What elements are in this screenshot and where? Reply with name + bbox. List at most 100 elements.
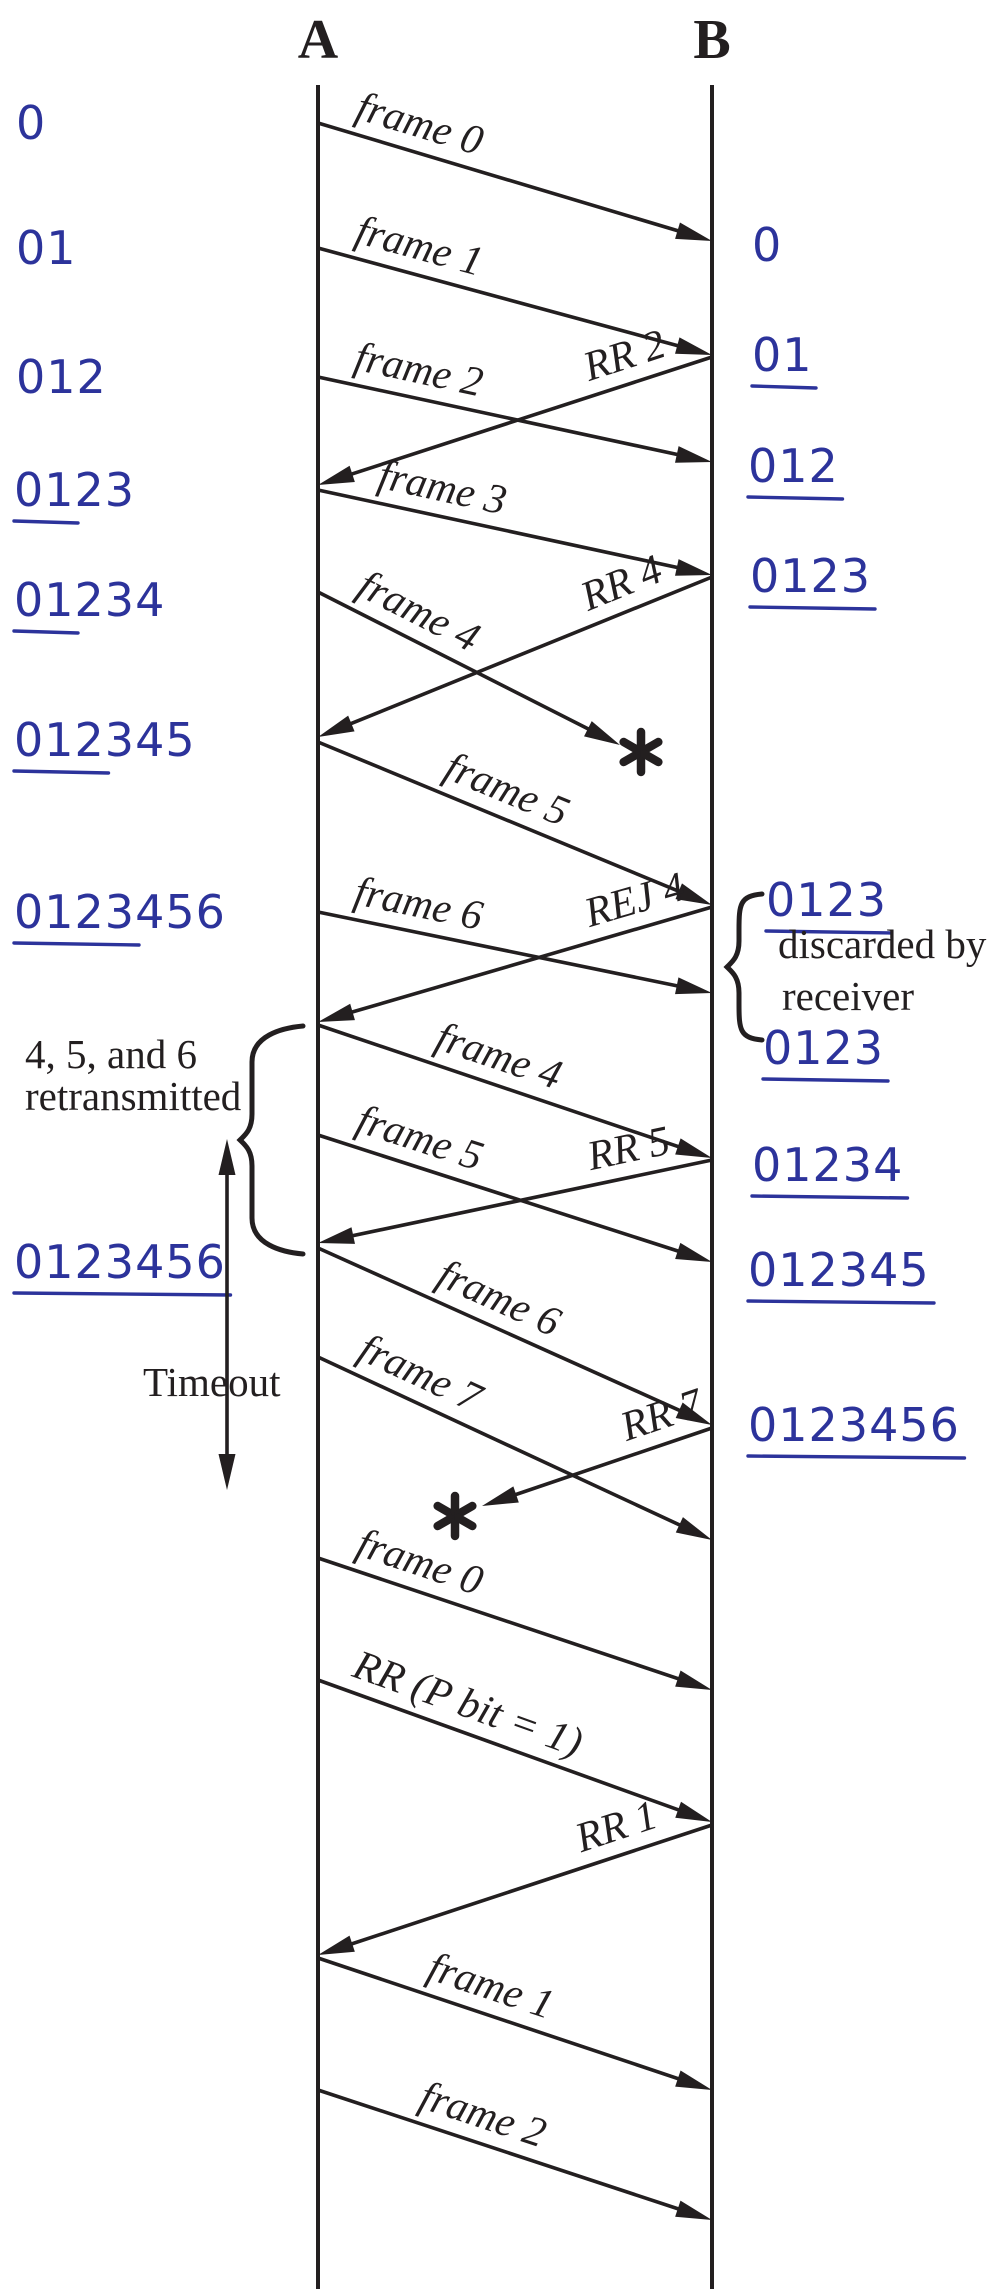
arrow-label-rr-2: RR 2 bbox=[577, 321, 671, 391]
arrow-frame-0-second bbox=[317, 1556, 694, 1686]
arrowhead-frame-1-second bbox=[675, 2070, 712, 2090]
arrow-frame-2-second bbox=[317, 2088, 694, 2216]
arrow-label-rej-4: REJ 4 bbox=[579, 864, 690, 937]
arrow-frame-2 bbox=[317, 375, 693, 460]
arrow-label-frame-2: frame 2 bbox=[351, 334, 487, 406]
arrow-frame-6-retx bbox=[317, 1246, 695, 1419]
arrowhead-frame-6 bbox=[675, 977, 712, 995]
arrow-rej-4 bbox=[336, 905, 713, 1019]
window-state-right-1: 01 bbox=[750, 328, 818, 390]
window-state-right-8: 0123456 bbox=[746, 1398, 967, 1460]
window-state-underline bbox=[750, 1194, 910, 1200]
lost-frame-asterisk bbox=[433, 1491, 477, 1541]
window-state-text: 0123 bbox=[766, 873, 887, 927]
arrow-frame-1-second bbox=[317, 1956, 694, 2086]
window-state-text: 0123 bbox=[750, 549, 871, 603]
asterisk-ray bbox=[433, 1513, 456, 1531]
discarded-note-line1: discarded by bbox=[778, 921, 987, 967]
window-state-right-6: 01234 bbox=[750, 1138, 910, 1200]
lost-frame-asterisk bbox=[619, 727, 663, 777]
window-state-left-5: 012345 bbox=[12, 713, 196, 775]
arrowhead-rr-1 bbox=[318, 1935, 355, 1955]
arrow-rr-p-bit-1 bbox=[317, 1678, 694, 1817]
asterisk-ray bbox=[640, 737, 663, 755]
arrow-frame-4-lost bbox=[317, 590, 603, 738]
asterisk-ray bbox=[619, 749, 642, 767]
discarded-brace bbox=[723, 891, 765, 1043]
window-state-right-3: 0123 bbox=[748, 549, 877, 611]
window-state-text: 0 bbox=[16, 96, 46, 150]
arrow-rr-7-lost bbox=[500, 1426, 713, 1502]
arrow-frame-3 bbox=[317, 488, 693, 573]
asterisk-ray bbox=[454, 1501, 477, 1519]
endpoint-a-label: A bbox=[298, 9, 339, 71]
window-state-left-0: 0 bbox=[16, 96, 46, 150]
arrowhead-rr-2 bbox=[318, 465, 355, 485]
arrowhead-frame-2 bbox=[675, 446, 712, 463]
window-state-underline bbox=[12, 1291, 233, 1297]
window-state-right-2: 012 bbox=[746, 439, 845, 501]
arrow-label-frame-7: frame 7 bbox=[352, 1325, 491, 1422]
arrowhead-frame-2-second bbox=[675, 2200, 712, 2220]
arrow-rr-4 bbox=[335, 575, 713, 732]
window-state-underline bbox=[764, 929, 893, 935]
window-state-text: 01234 bbox=[752, 1138, 903, 1192]
arrowhead-frame-4-lost bbox=[584, 721, 620, 745]
asterisk-ray bbox=[619, 737, 642, 755]
arrow-label-rr-1: RR 1 bbox=[569, 1792, 663, 1862]
window-state-text: 01 bbox=[16, 221, 77, 275]
window-state-text: 012345 bbox=[748, 1243, 930, 1297]
arrow-frame-4-retx bbox=[317, 1023, 694, 1154]
asterisk-ray bbox=[433, 1501, 456, 1519]
window-state-text: 012345 bbox=[14, 713, 196, 767]
asterisk-ray bbox=[640, 749, 663, 767]
window-state-left-1: 01 bbox=[16, 221, 77, 275]
timeout-label: Timeout bbox=[143, 1359, 281, 1405]
arrow-frame-5-retx bbox=[317, 1133, 694, 1258]
arrow-label-frame-5: frame 5 bbox=[438, 744, 575, 836]
window-state-text: 0123 bbox=[763, 1021, 884, 1075]
arrowhead-rr-5 bbox=[318, 1227, 355, 1244]
arrowhead-frame-0-second bbox=[675, 1670, 712, 1690]
arrowhead-frame-0 bbox=[675, 222, 712, 241]
window-state-text: 0123456 bbox=[14, 1235, 226, 1289]
window-state-underline bbox=[12, 769, 111, 775]
window-state-text: 0123 bbox=[14, 463, 135, 517]
window-state-underline bbox=[761, 1077, 890, 1083]
arrowhead-rr-4 bbox=[318, 715, 355, 737]
arrow-label-frame-6: frame 6 bbox=[351, 869, 487, 940]
window-state-text: 0123456 bbox=[748, 1398, 960, 1452]
arrow-label-rr-7-lost: RR 7 bbox=[614, 1380, 710, 1451]
window-state-underline bbox=[12, 629, 80, 635]
retransmitted-brace bbox=[236, 1023, 306, 1257]
window-state-text: 0123456 bbox=[14, 885, 226, 939]
window-state-right-0: 0 bbox=[752, 218, 782, 272]
arrowhead-frame-7 bbox=[675, 1517, 712, 1540]
window-state-underline bbox=[746, 1454, 967, 1460]
window-state-underline bbox=[750, 384, 818, 390]
window-state-left-3: 0123 bbox=[12, 463, 135, 525]
asterisk-ray bbox=[454, 1513, 477, 1531]
retransmitted-note-line1: 4, 5, and 6 bbox=[25, 1031, 197, 1077]
arrow-rr-1 bbox=[336, 1823, 713, 1951]
arrowhead-frame-6-retx bbox=[675, 1402, 712, 1425]
window-state-underline bbox=[746, 1299, 936, 1305]
window-state-underline bbox=[748, 605, 877, 611]
window-state-text: 0 bbox=[752, 218, 782, 272]
arrowhead-rej-4 bbox=[318, 1003, 355, 1022]
arrowhead-frame-5-retx bbox=[675, 1242, 712, 1262]
window-state-left-6: 0123456 bbox=[12, 885, 226, 947]
arrow-frame-0 bbox=[317, 121, 694, 237]
window-state-text: 012 bbox=[16, 350, 107, 404]
window-state-right-5: 0123 bbox=[761, 1021, 890, 1083]
timeout-arrowhead-up bbox=[218, 1139, 236, 1175]
arrowhead-rr-7-lost bbox=[482, 1486, 519, 1506]
arrow-frame-6 bbox=[317, 910, 693, 991]
arrow-rr-5 bbox=[337, 1158, 713, 1241]
window-state-left-2: 012 bbox=[16, 350, 107, 404]
discarded-note-line2: receiver bbox=[782, 973, 914, 1019]
timeout-arrowhead-down bbox=[218, 1454, 236, 1490]
window-state-text: 01234 bbox=[14, 573, 165, 627]
